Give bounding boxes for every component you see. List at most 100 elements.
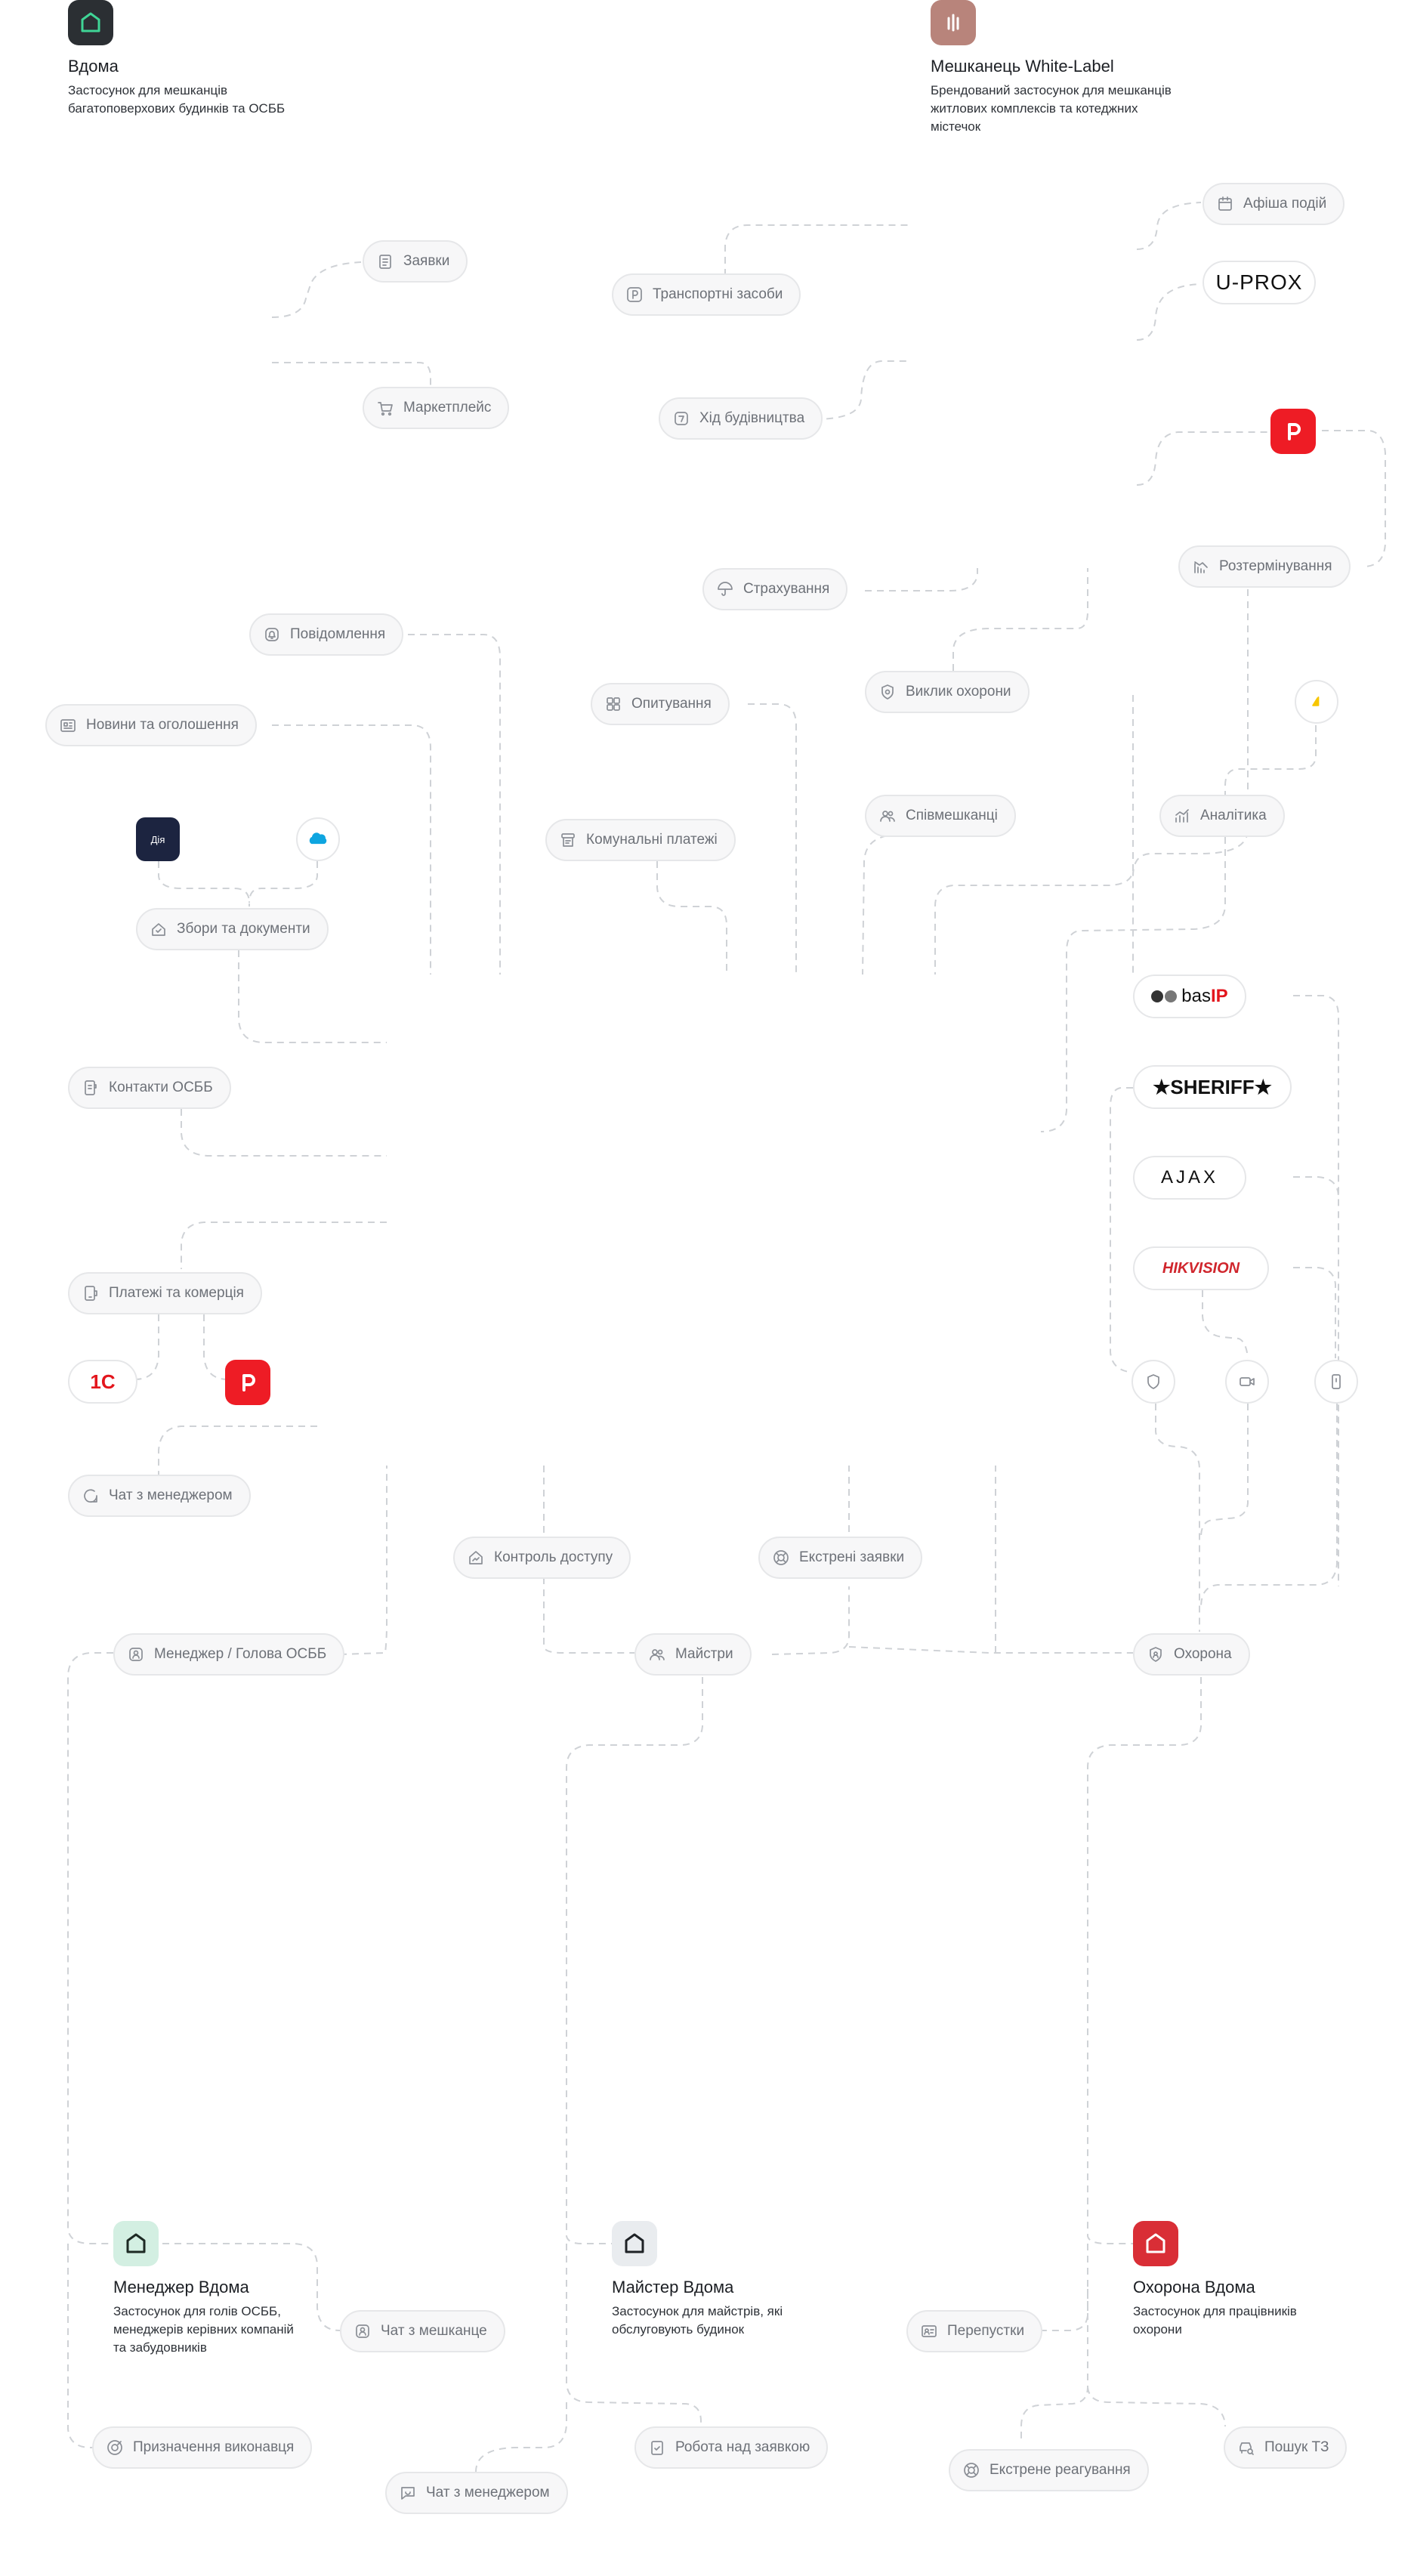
diia-wordmark: Дія: [150, 833, 165, 845]
role-manager-head[interactable]: Менеджер / Голова ОСББ: [113, 1633, 345, 1676]
feature-guard-call[interactable]: Виклик охорони: [865, 671, 1030, 713]
calendar-icon: [1216, 195, 1234, 213]
app-white-label: Мешканець White-Label Брендований застос…: [931, 0, 1172, 136]
feature-manager-chat[interactable]: Чат з менеджером: [68, 1475, 251, 1517]
parking-icon: [625, 286, 644, 304]
feature-analytics[interactable]: Аналітика: [1159, 795, 1285, 837]
feature-news[interactable]: Новини та оголошення: [45, 704, 257, 746]
app-description: Застосунок для працівників охорони: [1133, 2304, 1297, 2337]
brand-sheriff-logo[interactable]: ★SHERIFF★: [1133, 1065, 1292, 1109]
contact-card-icon: [82, 1079, 100, 1097]
diia-logo[interactable]: Дія: [136, 817, 180, 861]
camera-node[interactable]: [1225, 1360, 1269, 1404]
feature-contacts[interactable]: Контакти ОСББ: [68, 1067, 231, 1109]
feature-label: Опитування: [631, 696, 712, 712]
feature-label: Співмешканці: [906, 808, 998, 823]
car-search-icon: [1237, 2439, 1255, 2457]
onec-wordmark: 1С: [90, 1370, 116, 1393]
shield-icon: [1147, 1374, 1159, 1389]
privatbank-logo[interactable]: [1270, 409, 1316, 454]
calendar-seven-icon: [672, 409, 690, 428]
feature-label: Збори та документи: [177, 921, 310, 937]
basip-dot-icon: [1165, 990, 1178, 1002]
feature-events[interactable]: Афіша подій: [1203, 183, 1345, 225]
feature-passes[interactable]: Перепустки: [906, 2310, 1043, 2352]
shield-node[interactable]: [1132, 1360, 1175, 1404]
feature-label: Виклик охорони: [906, 684, 1011, 700]
uprox-wordmark: U-PROX: [1215, 270, 1303, 294]
onec-logo[interactable]: 1С: [68, 1360, 137, 1404]
feature-work-on-request[interactable]: Робота над заявкою: [634, 2426, 829, 2469]
clipboard-check-icon: [648, 2439, 666, 2457]
feature-vehicles[interactable]: Транспортні засоби: [612, 273, 801, 316]
feature-label: Призначення виконавця: [133, 2439, 295, 2455]
feature-label: Екстрене реагування: [989, 2462, 1131, 2478]
feature-construction[interactable]: Хід будівництва: [659, 397, 823, 440]
vdoma-app-icon: [68, 0, 113, 45]
role-label: Менеджер / Голова ОСББ: [154, 1646, 327, 1662]
hikvision-wordmark: HIKVISION: [1162, 1259, 1240, 1277]
feature-emergency-response[interactable]: Екстрене реагування: [949, 2449, 1149, 2491]
feature-label: Розтермінування: [1219, 558, 1332, 574]
feature-label: Повідомлення: [290, 626, 386, 642]
clipboard-icon: [376, 252, 394, 270]
app-description: Застосунок для голів ОСББ, менеджерів ке…: [113, 2304, 294, 2355]
feature-payments[interactable]: Платежі та комерція: [68, 1272, 262, 1314]
feature-vehicle-search[interactable]: Пошук ТЗ: [1224, 2426, 1348, 2469]
feature-label: Перепустки: [947, 2323, 1025, 2339]
feature-label: Хід будівництва: [699, 410, 805, 426]
feature-insurance[interactable]: Страхування: [702, 568, 848, 610]
feature-label: Контакти ОСББ: [109, 1080, 213, 1095]
lifebuoy-icon: [962, 2461, 980, 2479]
brand-basip-logo[interactable]: bas IP: [1133, 974, 1246, 1018]
master-app-icon: [612, 2221, 657, 2266]
yellow-brand-logo[interactable]: [1295, 680, 1338, 724]
role-masters[interactable]: Майстри: [634, 1633, 752, 1676]
feature-access-control[interactable]: Контроль доступу: [453, 1537, 631, 1579]
feature-requests[interactable]: Заявки: [363, 240, 468, 283]
brand-ajax-logo[interactable]: AJAX: [1133, 1156, 1246, 1200]
feature-fees-docs[interactable]: Збори та документи: [136, 908, 329, 950]
feature-label: Контроль доступу: [494, 1549, 613, 1565]
chat-bubble-icon: [82, 1487, 100, 1505]
feature-neighbors[interactable]: Співмешканці: [865, 795, 1016, 837]
feature-notifications[interactable]: Повідомлення: [249, 613, 404, 656]
feature-utilities[interactable]: Комунальні платежі: [545, 819, 736, 861]
target-icon: [106, 2439, 124, 2457]
brand-hikvision-logo[interactable]: HIKVISION: [1133, 1246, 1269, 1290]
feature-label: Чат з мешканце: [381, 2323, 487, 2339]
feature-label: Транспортні засоби: [653, 286, 783, 302]
feature-installments[interactable]: Розтермінування: [1178, 545, 1351, 588]
newspaper-icon: [59, 716, 77, 734]
grid-icon: [604, 695, 622, 713]
feature-label: Екстрені заявки: [799, 1549, 905, 1565]
feature-marketplace[interactable]: Маркетплейс: [363, 387, 510, 429]
feature-emergency-requests[interactable]: Екстрені заявки: [758, 1537, 923, 1579]
feature-label: Пошук ТЗ: [1264, 2439, 1329, 2455]
app-title: Охорона Вдома: [1133, 2278, 1255, 2296]
feature-surveys[interactable]: Опитування: [591, 683, 730, 725]
app-master: Майстер Вдома Застосунок для майстрів, я…: [612, 2221, 823, 2339]
video-camera-icon: [1240, 1377, 1255, 1386]
feature-label: Аналітика: [1200, 808, 1267, 823]
app-description: Застосунок для майстрів, які обслуговуют…: [612, 2304, 783, 2337]
app-description: Застосунок для мешканців багатоповерхови…: [68, 83, 286, 116]
privatbank-logo-2[interactable]: [225, 1360, 270, 1405]
role-guard[interactable]: Охорона: [1133, 1633, 1250, 1676]
user-square-icon: [354, 2322, 372, 2340]
feature-label: Комунальні платежі: [586, 832, 718, 848]
brand-uprox-logo[interactable]: U-PROX: [1203, 261, 1316, 304]
id-card-icon: [920, 2322, 938, 2340]
sheriff-wordmark: ★SHERIFF★: [1153, 1075, 1272, 1098]
intercom-icon: [1332, 1374, 1341, 1389]
basip-dot-icon: [1151, 990, 1164, 1002]
feature-chat-manager-2[interactable]: Чат з менеджером: [385, 2472, 568, 2514]
feature-assign-executor[interactable]: Призначення виконавця: [92, 2426, 313, 2469]
app-vdoma: Вдома Застосунок для мешканців багатопов…: [68, 0, 295, 118]
feature-resident-chat[interactable]: Чат з мешканце: [340, 2310, 505, 2352]
intercom-node[interactable]: [1314, 1360, 1358, 1404]
app-title: Менеджер Вдома: [113, 2278, 249, 2296]
chart-bars-icon: [1192, 558, 1210, 576]
feature-label: Чат з менеджером: [109, 1487, 233, 1503]
salesforce-logo[interactable]: [296, 817, 340, 861]
